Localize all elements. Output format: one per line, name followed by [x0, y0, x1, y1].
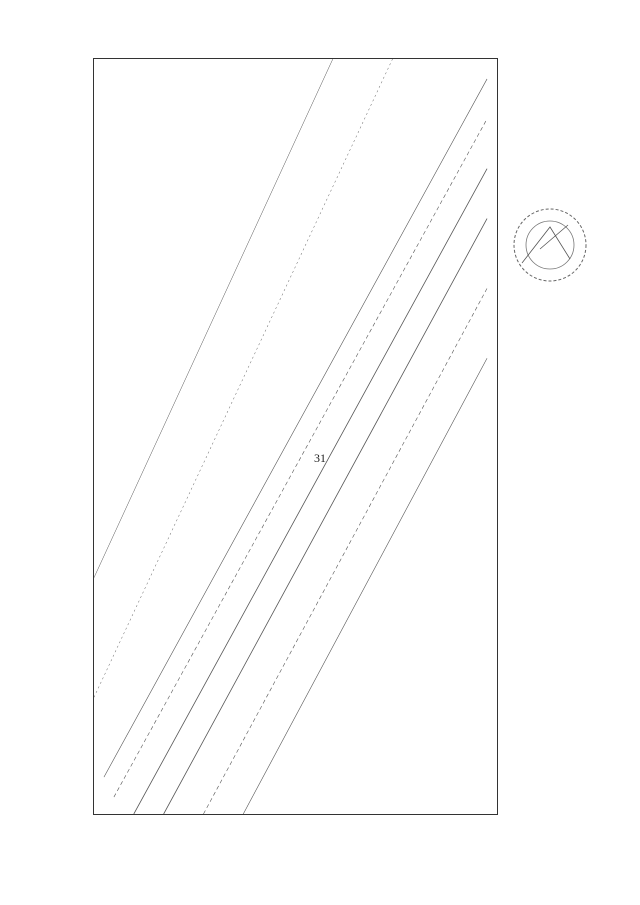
- seal-outer-ring: [513, 208, 587, 282]
- survey-line-8: [94, 59, 334, 578]
- survey-line-1: [103, 78, 488, 778]
- signature-stroke: [521, 224, 571, 264]
- survey-line-2: [113, 118, 488, 798]
- survey-line-4: [163, 218, 488, 814]
- survey-line-5: [203, 288, 488, 814]
- seal-stamp: [513, 208, 587, 282]
- seal-inner-ring: [525, 220, 575, 270]
- survey-line-7: [94, 59, 393, 698]
- survey-map: [94, 59, 488, 814]
- survey-line-6: [242, 358, 488, 814]
- page-number: 31: [314, 451, 326, 465]
- survey-line-3: [133, 168, 488, 814]
- drawing-frame: [93, 58, 498, 815]
